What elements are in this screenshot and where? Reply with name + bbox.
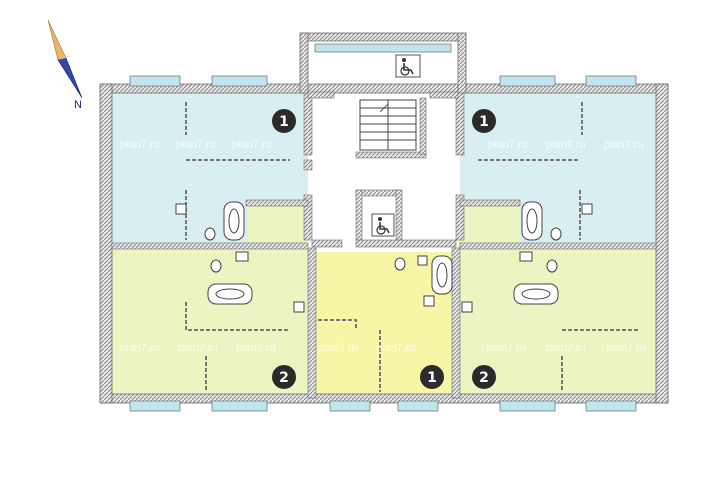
stair-icon bbox=[359, 99, 417, 151]
apartment-number: 2 bbox=[279, 370, 289, 386]
watermark-text: plan7.ru bbox=[178, 342, 218, 354]
watermark-text: plan7.ru bbox=[488, 139, 528, 151]
interior-walls bbox=[111, 91, 657, 399]
watermark-text: plan7.ru bbox=[606, 342, 646, 354]
watermarks: plan7.ru plan7.ru plan7.ru plan7.ru plan… bbox=[120, 139, 646, 354]
apartment-number: 1 bbox=[279, 114, 289, 130]
bathtub-icon bbox=[513, 283, 559, 305]
toilet-icon bbox=[546, 259, 558, 273]
apartment-badge: 1 bbox=[272, 109, 296, 133]
apartment-se-fill-upper bbox=[458, 205, 520, 247]
watermark-text: plan7.ru bbox=[232, 139, 272, 151]
apartment-badge: 1 bbox=[472, 109, 496, 133]
watermark-text: plan7.ru bbox=[120, 342, 160, 354]
compass-north-label: N bbox=[74, 99, 82, 111]
apartment-number: 1 bbox=[427, 370, 437, 386]
bathroom-fixtures bbox=[175, 201, 593, 313]
watermark-text: plan7.ru bbox=[120, 139, 160, 151]
watermark-text: plan7.ru bbox=[376, 342, 416, 354]
windows bbox=[129, 43, 637, 412]
partitions bbox=[185, 102, 640, 392]
watermark-text: plan7.ru bbox=[176, 139, 216, 151]
watermark-text: plan7.ru bbox=[546, 139, 586, 151]
sink-icon bbox=[417, 255, 428, 266]
toilet-icon bbox=[210, 259, 222, 273]
apartment-badges: 1 1 2 1 2 bbox=[272, 109, 496, 389]
watermark-text: plan7.ru bbox=[546, 342, 586, 354]
compass-icon: N bbox=[47, 19, 83, 111]
exterior-walls bbox=[99, 32, 669, 404]
apartment-sw-fill-upper bbox=[248, 205, 312, 247]
apartment-badge: 1 bbox=[420, 365, 444, 389]
watermark-text: plan7.ru bbox=[486, 342, 526, 354]
apartment-number: 1 bbox=[479, 114, 489, 130]
bathtub-icon bbox=[431, 255, 453, 295]
wheelchair-icon bbox=[371, 213, 395, 237]
sink-icon bbox=[581, 203, 593, 215]
bathtub-icon bbox=[521, 201, 543, 241]
toilet-icon bbox=[204, 227, 216, 241]
sink-icon bbox=[235, 251, 249, 262]
sink-icon bbox=[519, 251, 533, 262]
apartment-badge: 2 bbox=[472, 365, 496, 389]
apartment-badge: 2 bbox=[272, 365, 296, 389]
apartment-number: 2 bbox=[479, 370, 489, 386]
watermark-text: plan7.ru bbox=[318, 342, 358, 354]
bathtub-icon bbox=[207, 283, 253, 305]
watermark-text: plan7.ru bbox=[236, 342, 276, 354]
bathtub-icon bbox=[223, 201, 245, 241]
watermark-text: plan7.ru bbox=[604, 139, 644, 151]
toilet-icon bbox=[550, 227, 562, 241]
wheelchair-icon bbox=[395, 54, 421, 78]
toilet-icon bbox=[394, 257, 406, 271]
sink-icon bbox=[175, 203, 187, 215]
